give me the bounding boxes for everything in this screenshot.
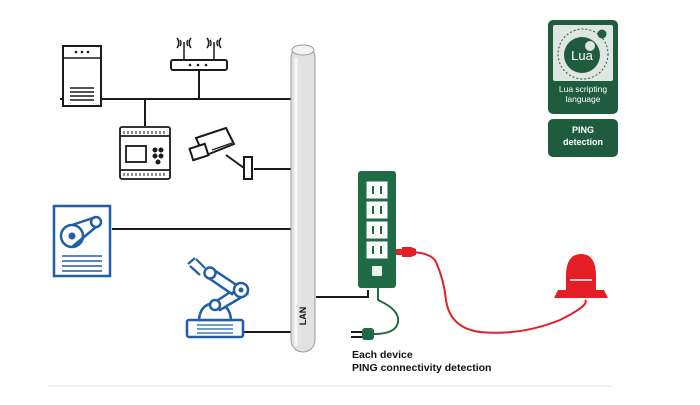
machine-icon bbox=[52, 204, 112, 278]
power-strip-icon bbox=[358, 171, 396, 288]
red-cord bbox=[395, 247, 587, 334]
lua-logo-text: Lua bbox=[571, 48, 593, 63]
lua-label-line-1: Lua scripting bbox=[558, 84, 608, 94]
lan-label: LAN bbox=[298, 306, 308, 326]
caption: Each device PING connectivity detection bbox=[352, 349, 491, 375]
ping-label-line-2: detection bbox=[562, 137, 603, 147]
robot-arm-icon bbox=[185, 257, 250, 339]
server-icon bbox=[62, 45, 102, 107]
caption-line-2: PING connectivity detection bbox=[352, 362, 492, 374]
plug-icon bbox=[351, 288, 400, 340]
network-connections bbox=[60, 70, 369, 333]
strip-link bbox=[316, 290, 369, 298]
ping-label-line-1: PING bbox=[571, 125, 594, 135]
plc-icon bbox=[119, 126, 171, 180]
router-icon bbox=[170, 37, 228, 71]
camera-icon bbox=[188, 126, 253, 180]
caption-line-1: Each device bbox=[352, 349, 413, 361]
lua-badge: Lua Lua scripting language bbox=[548, 20, 618, 114]
lua-label-line-2: language bbox=[565, 94, 601, 104]
lua-logo: Lua bbox=[553, 25, 613, 81]
lua-label: Lua scripting language bbox=[548, 84, 618, 104]
lua-logo-icon: Lua bbox=[557, 28, 609, 80]
beacon-icon bbox=[554, 254, 608, 298]
ping-badge: PING detection bbox=[548, 119, 618, 157]
lan-pipe bbox=[290, 44, 316, 353]
